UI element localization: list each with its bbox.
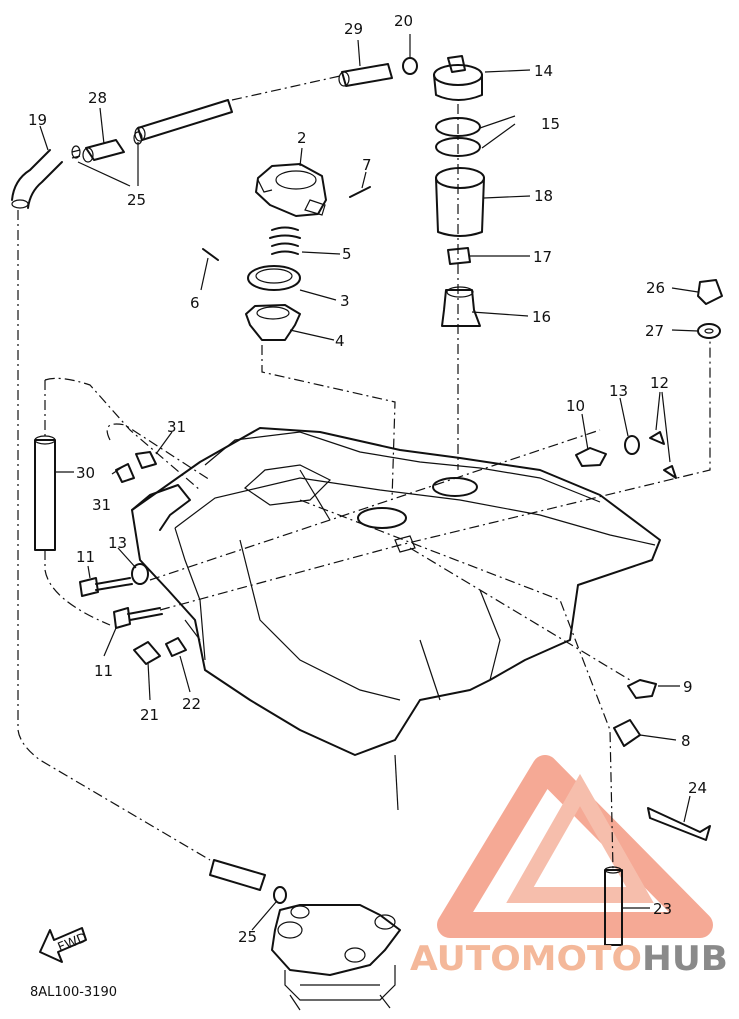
watermark-text-hub: HUB [642, 939, 728, 979]
callout-20: 20 [394, 12, 413, 30]
callout-11b: 11 [94, 662, 113, 680]
cap-pin-7 [349, 186, 371, 198]
callout-30: 30 [76, 464, 95, 482]
hose-22-top [134, 99, 233, 142]
cap-gasket [247, 265, 301, 291]
callout-21: 21 [140, 706, 159, 724]
hose-joint-28 [71, 139, 125, 163]
fuel-tank [131, 427, 661, 811]
sender-top-cap [433, 55, 483, 101]
nut-26 [697, 279, 723, 305]
bolt-11a [79, 577, 133, 597]
callout-22: 22 [182, 695, 201, 713]
fuel-cap [255, 163, 327, 217]
callout-labels: 2 3 4 5 6 7 8 9 10 11 11 12 13 13 14 15 … [28, 12, 707, 946]
hose-29 [338, 63, 393, 87]
washer-13a [131, 563, 149, 585]
callout-28: 28 [88, 89, 107, 107]
callout-4: 4 [335, 332, 345, 350]
callout-19: 19 [28, 111, 47, 129]
callout-8: 8 [681, 732, 691, 750]
callout-15: 15 [541, 115, 560, 133]
callout-7: 7 [362, 156, 372, 174]
callout-23: 23 [653, 900, 672, 918]
breather-hose-19 [11, 149, 63, 209]
callout-27: 27 [645, 322, 664, 340]
washer-13b [624, 435, 640, 455]
callout-25a: 25 [127, 191, 146, 209]
callout-12: 12 [650, 374, 669, 392]
forward-arrow-label: FWD [56, 930, 90, 955]
callout-9: 9 [683, 678, 693, 696]
diagram-code: 8AL100-3190 [30, 985, 117, 1000]
sender-filter [441, 286, 481, 327]
callout-10: 10 [566, 397, 585, 415]
leader-lines [39, 34, 699, 931]
callout-11a: 11 [76, 548, 95, 566]
callout-13a: 13 [108, 534, 127, 552]
callout-13b: 13 [609, 382, 628, 400]
band-24 [647, 807, 711, 841]
cap-spring [269, 226, 301, 255]
callout-26: 26 [646, 279, 665, 297]
clip-31b [115, 463, 135, 483]
fuel-pump [271, 904, 401, 1011]
callout-3: 3 [340, 292, 350, 310]
callout-29: 29 [344, 20, 363, 38]
cap-seat [245, 304, 301, 341]
hose-clamp-20 [402, 57, 418, 75]
watermark-logo-icon [437, 755, 713, 938]
watermark-text-automoto: AUTOMOTO [410, 939, 642, 979]
callout-5: 5 [342, 245, 352, 263]
grommet-9 [627, 679, 657, 699]
callout-6: 6 [190, 294, 200, 312]
clip-31a [135, 451, 157, 469]
callout-24: 24 [688, 779, 707, 797]
damper-22 [165, 637, 187, 657]
oring-25-bottom [273, 886, 287, 904]
bolt-11b [113, 607, 163, 629]
sender-clip [447, 247, 471, 265]
callout-31b: 31 [92, 496, 111, 514]
callout-2: 2 [297, 129, 307, 147]
clip-12 [649, 431, 677, 479]
cap-8 [613, 719, 641, 747]
damper-21 [133, 641, 161, 665]
callout-16: 16 [532, 308, 551, 326]
callout-17: 17 [533, 248, 552, 266]
forward-arrow-icon: FWD [39, 927, 90, 963]
callout-18: 18 [534, 187, 553, 205]
clip-10 [575, 447, 607, 467]
cap-pin [202, 248, 219, 261]
hose-30 [34, 435, 56, 551]
washer-27 [697, 323, 721, 339]
hose-lower [209, 859, 266, 891]
callout-25b: 25 [238, 928, 257, 946]
callout-31a: 31 [167, 418, 186, 436]
sender-tube [435, 167, 485, 237]
callout-14: 14 [534, 62, 553, 80]
